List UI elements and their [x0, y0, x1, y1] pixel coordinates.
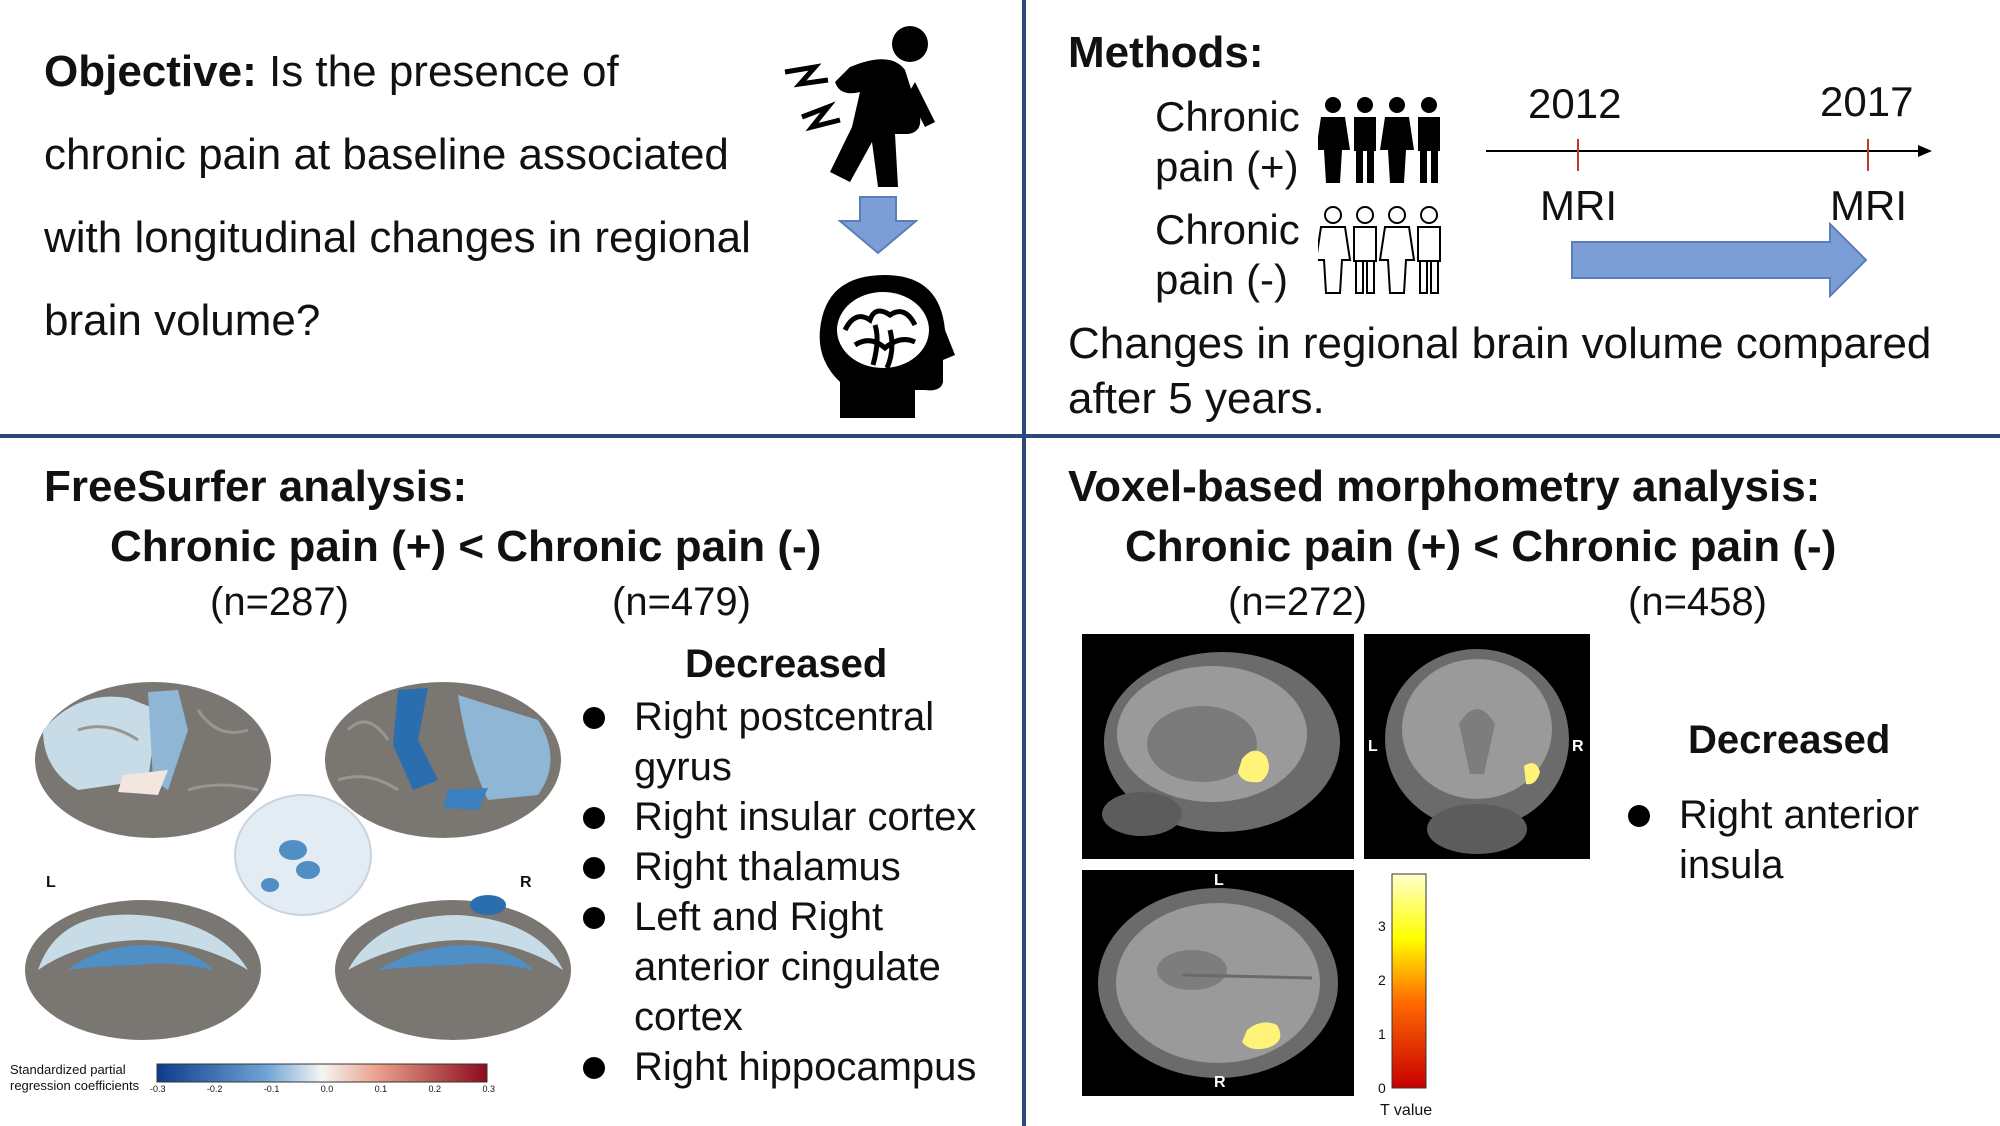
methods-title: Methods:: [1068, 28, 1264, 77]
scale-tick: -0.1: [263, 1084, 280, 1094]
freesurfer-comparison: Chronic pain (+) < Chronic pain (-): [110, 522, 822, 571]
list-item: Left and Right anterior cingulate cortex: [580, 892, 1000, 1042]
mri-start-label: MRI: [1540, 182, 1617, 229]
vbm-n-positive: (n=272): [1228, 580, 1367, 624]
arrow-down-icon: [838, 196, 918, 255]
freesurfer-n-positive: (n=287): [210, 580, 349, 624]
vbm-decreased-title: Decreased: [1688, 718, 1891, 762]
mri-end-label: MRI: [1830, 182, 1907, 229]
group-positive-label: Chronic pain (+): [1155, 93, 1300, 190]
scale-tick: 0.0: [320, 1084, 334, 1094]
vertical-divider: [1022, 0, 1026, 1126]
list-item: Right hippocampus: [580, 1042, 1000, 1092]
t-value-colorbar: [1391, 873, 1427, 1089]
group-negative-label: Chronic pain (-): [1155, 206, 1300, 303]
freesurfer-title: FreeSurfer analysis:: [44, 462, 468, 511]
coefficient-colorbar: [156, 1063, 488, 1083]
scale-tick: -0.2: [206, 1084, 223, 1094]
freesurfer-n-negative: (n=479): [612, 580, 751, 624]
methods-description: Changes in regional brain volume compare…: [1068, 319, 1932, 423]
vbm-comparison: Chronic pain (+) < Chronic pain (-): [1125, 522, 1837, 571]
axial-top-marker: L: [1214, 872, 1224, 889]
freesurfer-brain-maps: [25, 682, 571, 1040]
person-back-pain-icon: [784, 26, 935, 187]
scale-ticks: -0.3 -0.2 -0.1 0.0 0.1 0.2 0.3: [150, 1084, 495, 1094]
scale-tick: 0.2: [428, 1084, 442, 1094]
freesurfer-side-right: R: [520, 874, 532, 891]
freesurfer-decreased-title: Decreased: [685, 642, 888, 686]
year-start: 2012: [1528, 80, 1622, 127]
objective-label: Objective:: [44, 47, 257, 96]
coronal-left-marker: L: [1368, 738, 1378, 755]
colorbar-tick: 1: [1378, 1026, 1386, 1042]
vbm-title: Voxel-based morphometry analysis:: [1068, 462, 1821, 511]
scale-label: Standardized partial regression coeffici…: [10, 1062, 140, 1093]
colorbar-label: T value: [1380, 1102, 1433, 1119]
vbm-decreased-list: Right anterior insula: [1625, 790, 1925, 890]
timeline-axis: [1486, 139, 1932, 171]
list-item: Right anterior insula: [1625, 790, 1925, 890]
objective-text: Objective: Is the presence of chronic pa…: [44, 30, 764, 362]
scale-tick: 0.1: [374, 1084, 388, 1094]
brain-head-icon: [819, 275, 955, 418]
freesurfer-side-left: L: [46, 874, 56, 891]
list-item: Right insular cortex: [580, 792, 1000, 842]
colorbar-tick: 3: [1378, 918, 1386, 934]
list-item: Right postcentral gyrus: [580, 692, 1000, 792]
vbm-n-negative: (n=458): [1628, 580, 1767, 624]
colorbar-tick: 0: [1378, 1080, 1386, 1096]
scale-tick: -0.3: [150, 1084, 166, 1094]
objective-question: Is the presence of chronic pain at basel…: [44, 47, 751, 345]
axial-bottom-marker: R: [1214, 1074, 1226, 1091]
year-end: 2017: [1820, 78, 1914, 125]
colorbar-tick: 2: [1378, 972, 1386, 988]
mri-sagittal-view: [1082, 634, 1354, 859]
mri-coronal-view: [1364, 634, 1590, 859]
mri-axial-view: [1082, 870, 1354, 1096]
followup-arrow: [1571, 222, 1868, 298]
horizontal-divider: [0, 434, 2000, 438]
people-filled-icon: [1318, 97, 1440, 183]
scale-tick: 0.3: [482, 1084, 495, 1094]
list-item: Right thalamus: [580, 842, 1000, 892]
coronal-right-marker: R: [1572, 738, 1584, 755]
people-outline-icon: [1318, 206, 1441, 294]
freesurfer-decreased-list: Right postcentral gyrus Right insular co…: [580, 692, 1000, 1092]
